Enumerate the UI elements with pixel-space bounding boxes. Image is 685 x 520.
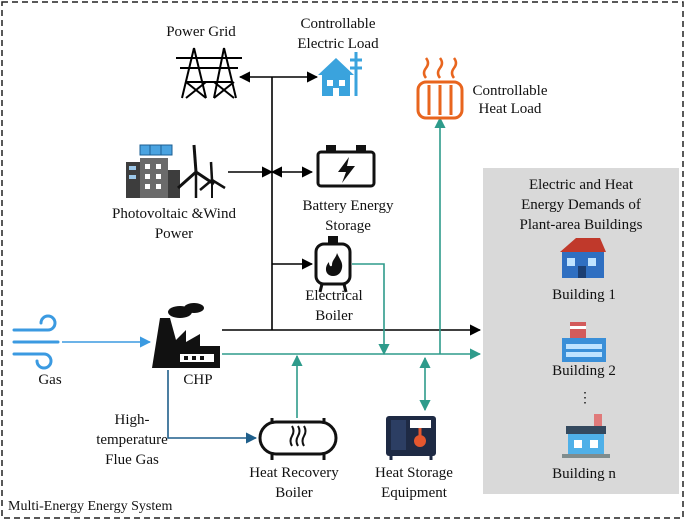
flue-gas-line [167,370,258,444]
flue-gas-label-line2: temperature [96,432,168,448]
building-1-icon [560,238,606,278]
power-grid-label: Power Grid [166,24,236,40]
gas-icon [12,314,60,370]
electric-bus [222,71,482,336]
electric-load-label-line1: Controllable [301,16,376,32]
heat-load-label-line2: Heat Load [479,101,542,117]
pv-wind-label-line1: Photovoltaic &Wind [112,206,236,222]
flue-gas-label-line1: High- [115,412,150,428]
electric-load-icon [318,52,362,96]
building-n-label: Building n [552,466,616,482]
power-tower-icon [176,47,242,99]
battery-icon [316,145,376,188]
building-2-label: Building 2 [552,363,616,379]
electric-load-label-line2: Electric Load [297,36,379,52]
gas-label: Gas [38,372,61,388]
battery-label-line2: Storage [325,218,371,234]
heat-recovery-boiler-icon [258,418,338,460]
pv-wind-icon [126,144,226,198]
heat-storage-label-line1: Heat Storage [375,465,453,481]
building-ellipsis: ⋮ [578,391,592,406]
heat-storage-label-line2: Equipment [381,485,448,501]
pv-wind-label-line2: Power [155,226,193,242]
chp-label: CHP [183,372,212,388]
building-n-icon [562,414,610,458]
electrical-boiler-label-line2: Boiler [315,308,353,324]
heat-load-icon [416,57,464,120]
heat-load-label-line1: Controllable [473,83,548,99]
flue-gas-label-line3: Flue Gas [105,452,159,468]
electrical-boiler-label-line1: Electrical [305,288,362,304]
battery-label-line1: Battery Energy [303,198,394,214]
building-2-icon [562,322,606,362]
demand-title-line2: Energy Demands of [521,197,641,213]
heat-network [222,116,482,418]
electrical-boiler-icon [314,236,352,293]
demand-title-line1: Electric and Heat [529,177,634,193]
system-label: Multi-Energy Energy System [8,499,172,514]
heat-storage-icon [386,416,436,460]
heat-recovery-label-line2: Boiler [275,485,313,501]
heat-recovery-label-line1: Heat Recovery [249,465,339,481]
chp-plant-icon [152,303,220,368]
demand-title-line3: Plant-area Buildings [520,217,643,233]
building-1-label: Building 1 [552,287,616,303]
